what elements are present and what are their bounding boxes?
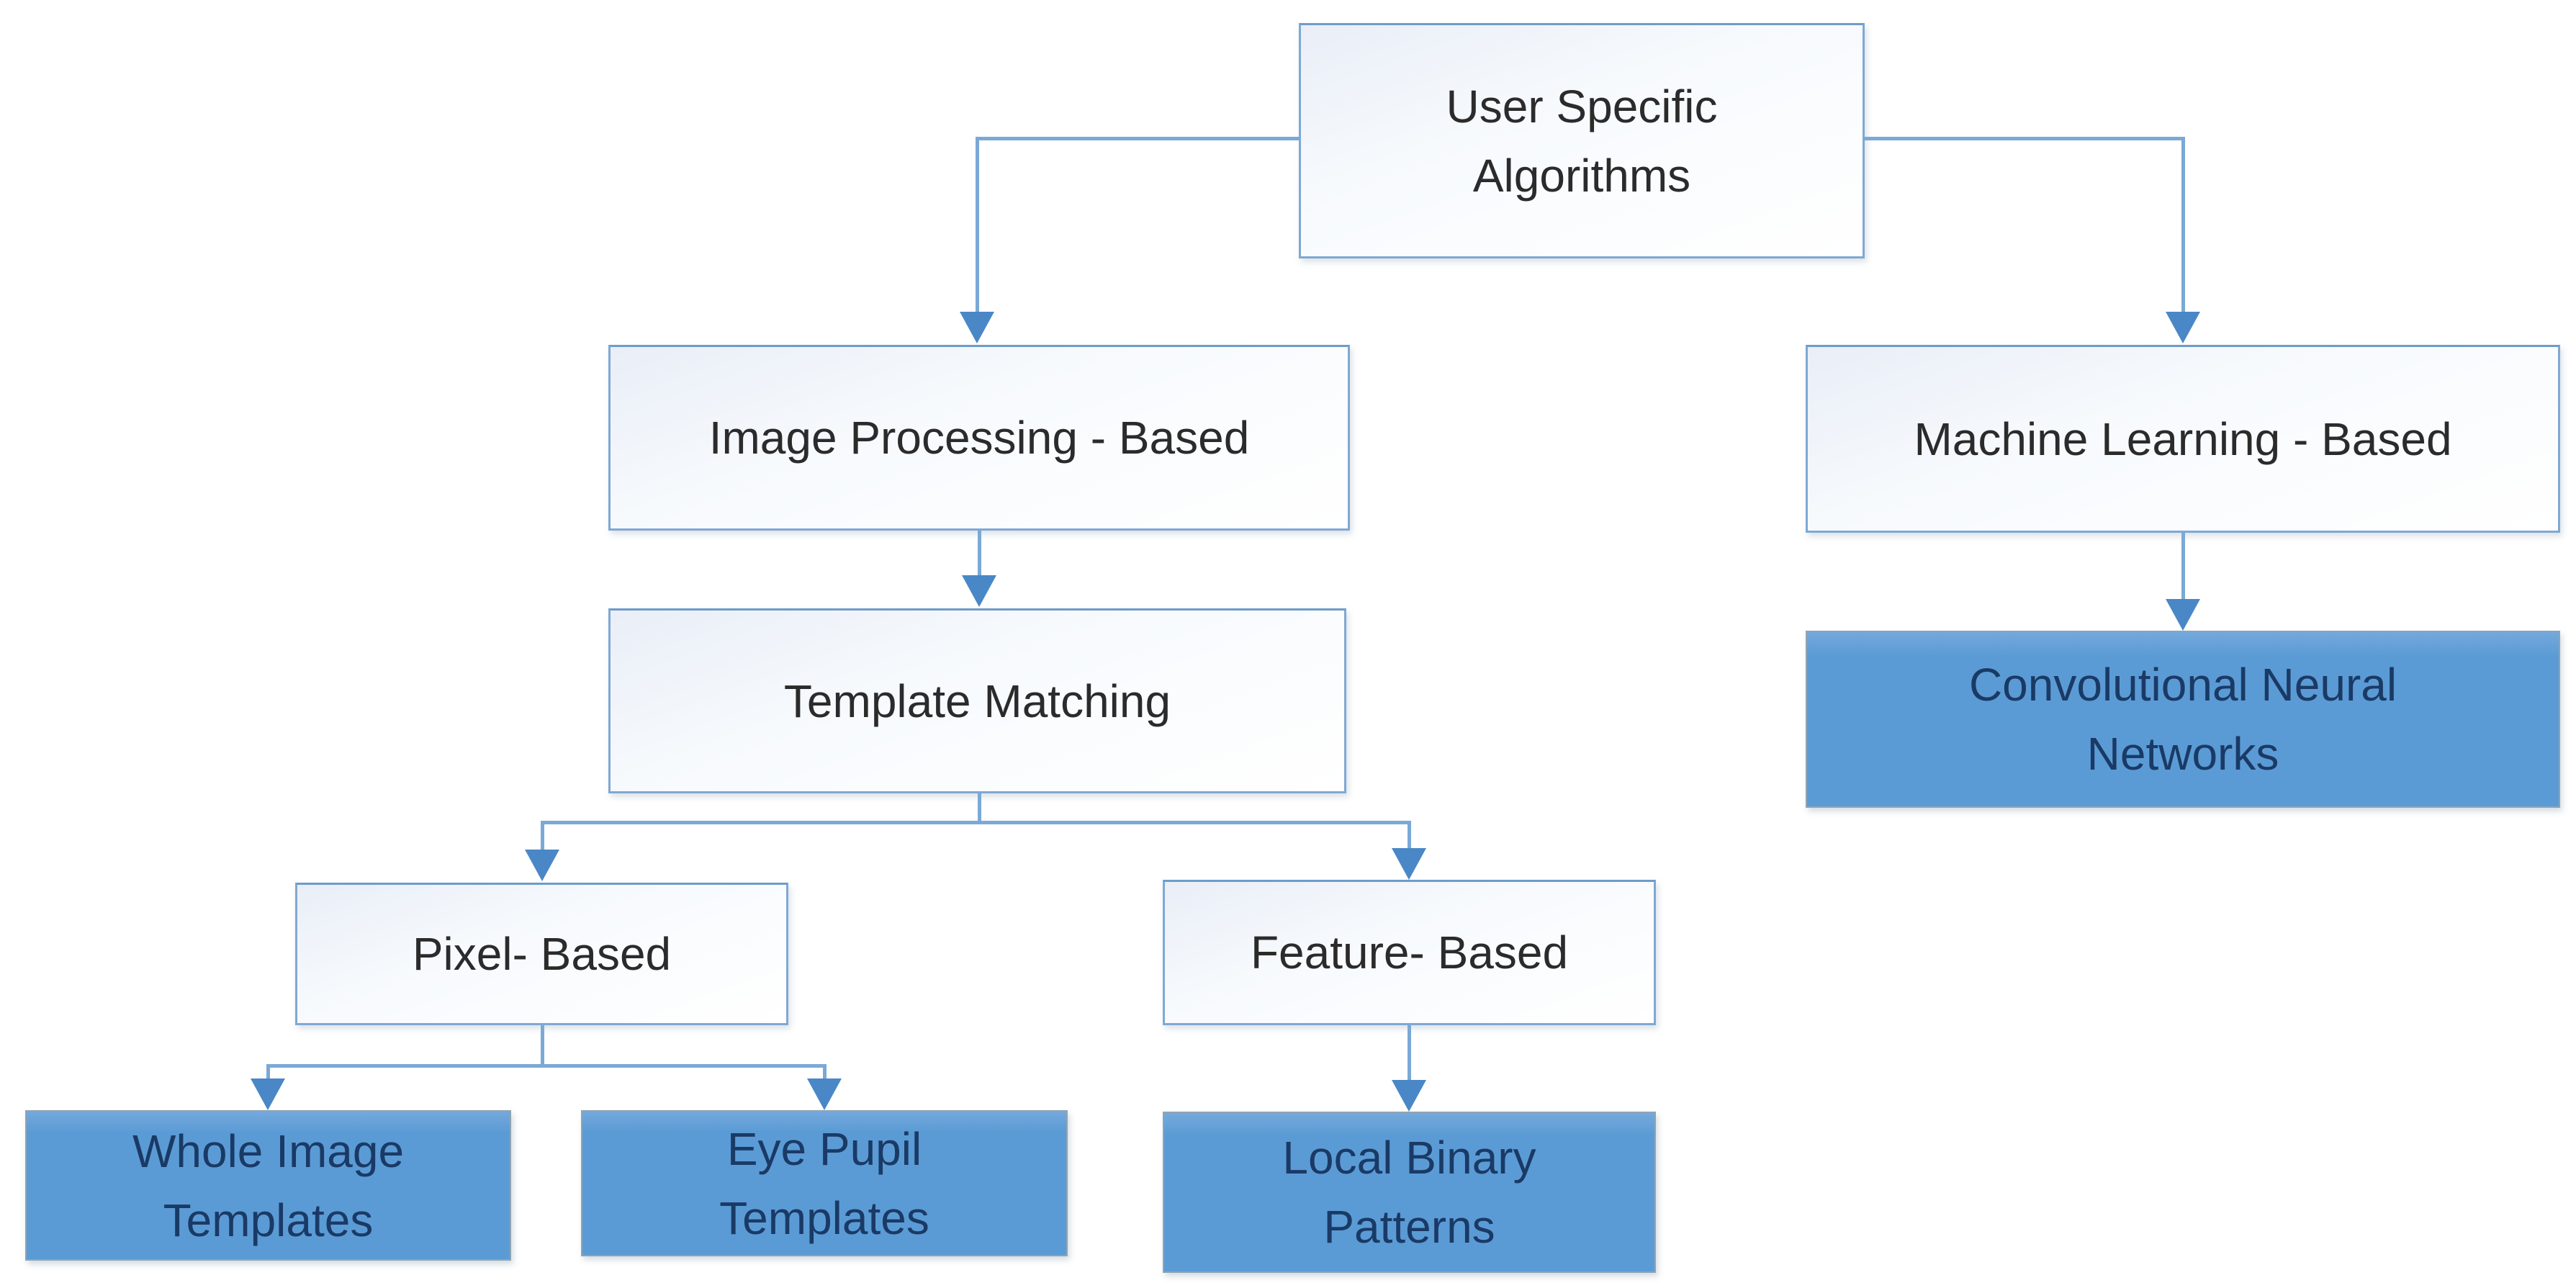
edge-root-machinelearning-vline: [2181, 137, 2185, 315]
node-whole-image-templates: Whole Image Templates: [25, 1110, 511, 1261]
edge-imageprocessing-template-vline: [978, 531, 981, 577]
edge-branch-feature-vline: [1408, 821, 1411, 850]
arrowhead-down-icon: [807, 1078, 842, 1110]
edge-feature-localbinary-vline: [1408, 1025, 1411, 1081]
arrowhead-down-icon: [2166, 599, 2200, 631]
node-local-binary-patterns: Local Binary Patterns: [1163, 1112, 1656, 1273]
node-template-matching: Template Matching: [608, 608, 1346, 793]
node-label: Eye Pupil Templates: [719, 1122, 929, 1244]
node-feature-based: Feature- Based: [1163, 880, 1656, 1025]
node-eye-pupil-templates: Eye Pupil Templates: [581, 1110, 1068, 1256]
arrowhead-down-icon: [251, 1078, 285, 1110]
node-label: Whole Image Templates: [132, 1125, 405, 1246]
edge-pixel-branch-stub: [541, 1025, 544, 1067]
edge-branch-pixel-vline: [541, 821, 544, 852]
node-machine-learning-based: Machine Learning - Based: [1806, 345, 2560, 533]
node-label: Local Binary Patterns: [1282, 1132, 1536, 1253]
node-label: Convolutional Neural Networks: [1968, 659, 2397, 780]
node-label: Image Processing - Based: [708, 412, 1250, 464]
node-label: Feature- Based: [1250, 927, 1569, 978]
node-label: Template Matching: [783, 675, 1171, 727]
edge-template-branch-stub: [978, 793, 981, 824]
node-label: Pixel- Based: [412, 928, 672, 980]
edge-pixel-branch-hline: [268, 1064, 826, 1068]
edge-root-imageprocessing-hline: [977, 137, 1299, 140]
node-user-specific-algorithms: User Specific Algorithms: [1299, 23, 1865, 258]
edge-branch-wholeimage-vline: [266, 1064, 270, 1080]
node-image-processing-based: Image Processing - Based: [608, 345, 1350, 531]
arrowhead-down-icon: [1392, 1080, 1426, 1112]
edge-machinelearning-cnn-vline: [2181, 533, 2185, 600]
arrowhead-down-icon: [962, 575, 996, 607]
edge-branch-eyepupil-vline: [823, 1064, 827, 1080]
node-label: User Specific Algorithms: [1446, 80, 1718, 202]
node-label: Machine Learning - Based: [1914, 413, 2452, 465]
arrowhead-down-icon: [1392, 848, 1426, 880]
edge-template-branch-hline: [542, 821, 1409, 824]
arrowhead-down-icon: [960, 312, 994, 343]
node-pixel-based: Pixel- Based: [295, 883, 788, 1025]
edge-root-imageprocessing-vline: [976, 137, 979, 315]
node-convolutional-neural-networks: Convolutional Neural Networks: [1806, 631, 2560, 808]
arrowhead-down-icon: [2166, 312, 2200, 343]
edge-root-machinelearning-hline: [1865, 137, 2183, 140]
arrowhead-down-icon: [525, 850, 559, 881]
